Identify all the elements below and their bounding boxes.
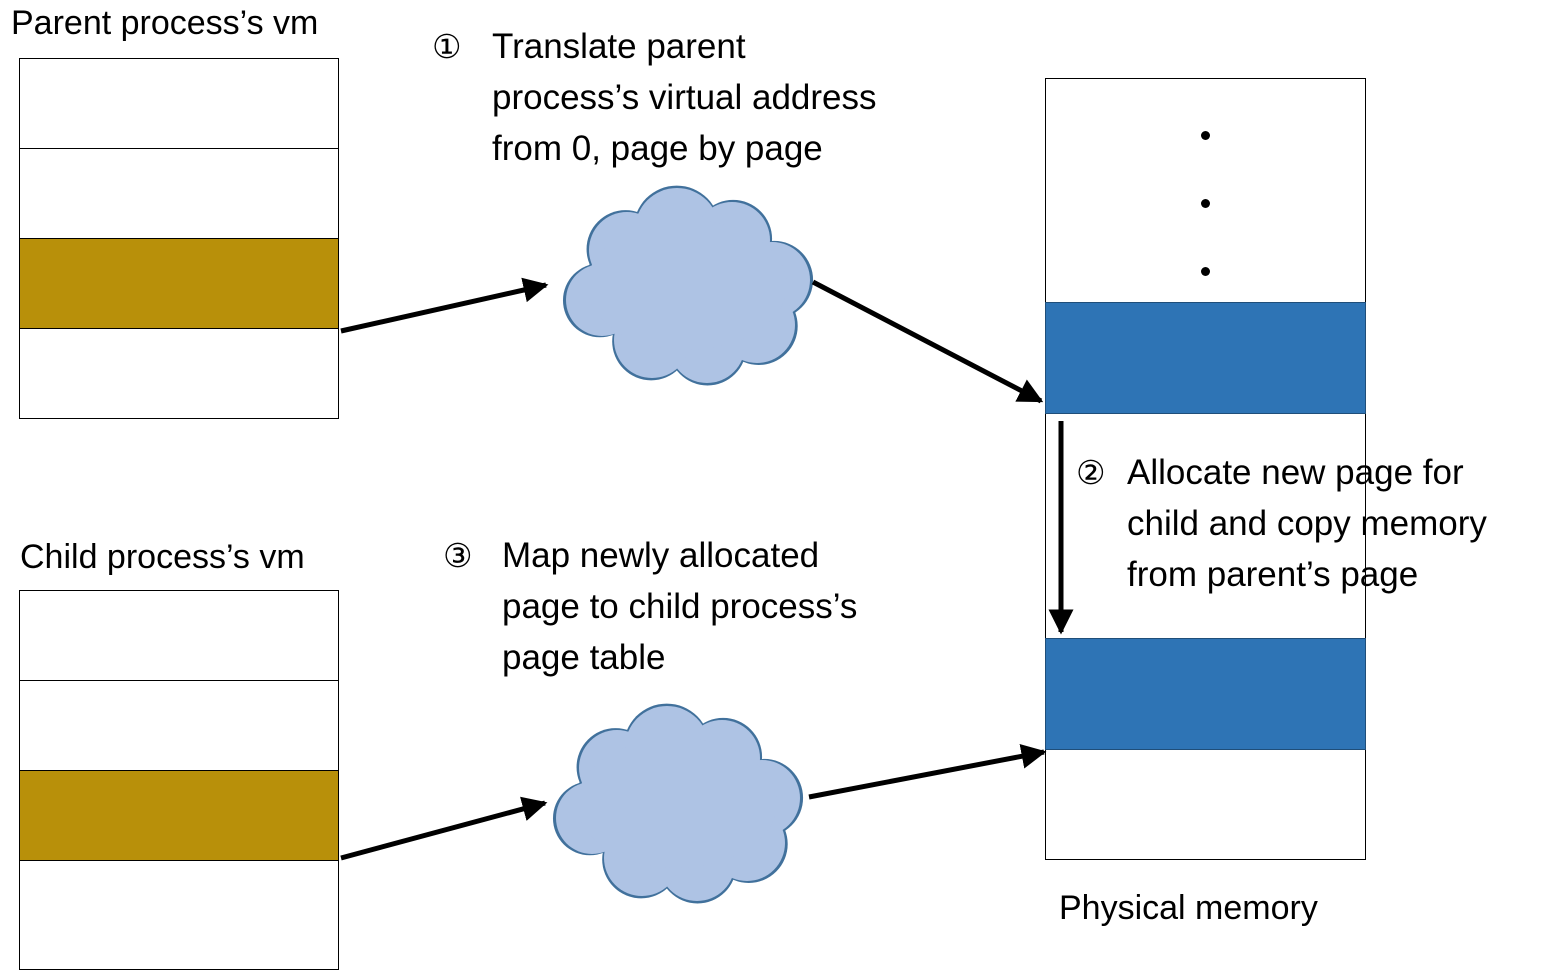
- step-3-line: page to child process’s: [502, 587, 858, 626]
- step-2-line: child and copy memory: [1127, 504, 1487, 543]
- child-vm-page: [20, 591, 338, 681]
- step-3-line: Map newly allocated: [502, 536, 820, 575]
- step-1-number: ①: [432, 28, 462, 65]
- physical-memory-box: [1045, 78, 1366, 860]
- step-3-number: ③: [443, 537, 473, 574]
- step-1-line: process’s virtual address: [492, 78, 877, 117]
- step-3-line: page table: [502, 638, 666, 677]
- parent-vm-page: [20, 59, 338, 149]
- parent-vm-title: Parent process’s vm: [11, 4, 319, 42]
- parent-vm-box: [19, 58, 339, 419]
- step-1-text: Translate parent process’s virtual addre…: [492, 21, 877, 174]
- arrow-icon: [340, 796, 548, 861]
- ellipsis-dot: [1201, 199, 1210, 208]
- arrow-icon: [808, 743, 1047, 800]
- parent-vm-page: [20, 149, 338, 239]
- step-3-text: Map newly allocated page to child proces…: [502, 530, 857, 683]
- child-vm-page-used: [20, 771, 338, 861]
- cloud-icon: [556, 706, 800, 901]
- ellipsis-dot: [1201, 131, 1210, 140]
- physical-memory-title: Physical memory: [1059, 889, 1318, 927]
- cloud-icon: [566, 188, 810, 383]
- physical-page-child: [1045, 638, 1366, 750]
- child-vm-title: Child process’s vm: [20, 538, 305, 576]
- child-vm-page: [20, 681, 338, 771]
- child-vm-box: [19, 590, 339, 970]
- diagram-overlay: [340, 185, 1074, 904]
- step-2-line: Allocate new page for: [1127, 453, 1464, 492]
- step-2-number: ②: [1076, 454, 1106, 491]
- step-2-text: Allocate new page for child and copy mem…: [1127, 447, 1487, 600]
- step-1-line: Translate parent: [492, 27, 746, 66]
- arrow-icon: [811, 279, 1044, 404]
- step-1-line: from 0, page by page: [492, 129, 823, 168]
- ellipsis-dot: [1201, 267, 1210, 276]
- step-2-line: from parent’s page: [1127, 555, 1419, 594]
- parent-vm-page-used: [20, 239, 338, 329]
- arrow-icon: [340, 277, 549, 334]
- physical-page-parent: [1045, 302, 1366, 414]
